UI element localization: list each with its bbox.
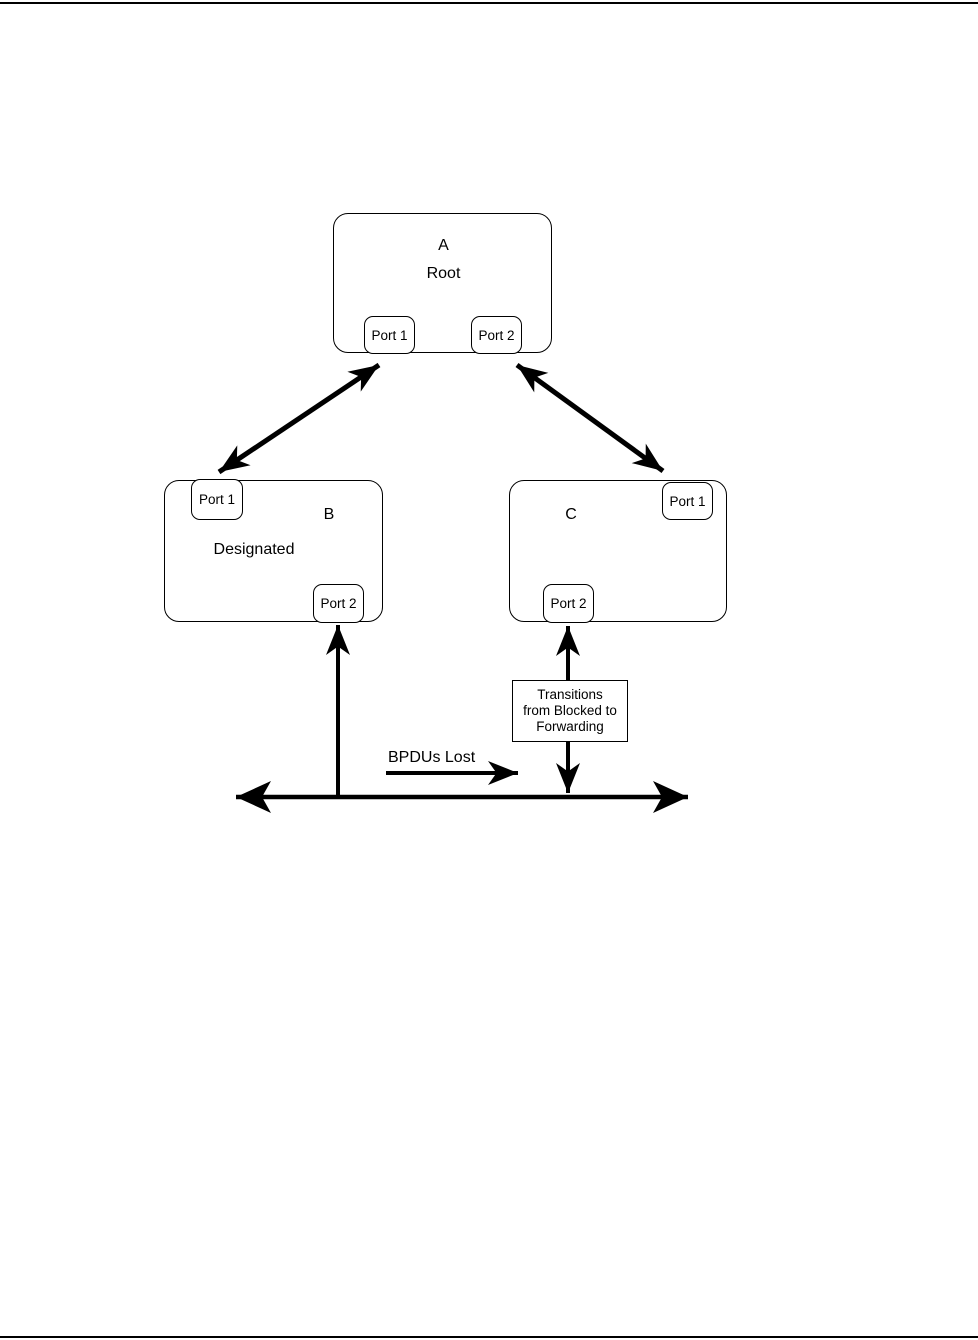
link-a-port2-c-port1 xyxy=(515,362,665,474)
switch-a-role: Root xyxy=(426,265,461,282)
transition-label-box: Transitions from Blocked to Forwarding xyxy=(512,680,628,742)
switch-b-port2-box: Port 2 xyxy=(313,584,364,623)
switch-c-port1-box: Port 1 xyxy=(662,482,713,520)
switch-b-name: B xyxy=(323,506,335,523)
switch-b-box: Port 1 B Designated Port 2 xyxy=(164,479,383,623)
link-a-port1-b-port1 xyxy=(217,362,381,475)
switch-b-role: Designated xyxy=(213,541,295,558)
switch-c-box: Port 1 C Port 2 xyxy=(509,480,727,623)
transition-label-line2: from Blocked to xyxy=(523,703,617,718)
switch-b-port2-label: Port 2 xyxy=(320,596,357,611)
transition-label-line3: Forwarding xyxy=(536,719,604,734)
switch-a-box: A Root Port 1 Port 2 xyxy=(333,213,552,354)
bpdus-lost-label: BPDUs Lost xyxy=(388,749,476,766)
switch-a-port1-label: Port 1 xyxy=(371,327,408,343)
switch-b-port1-box: Port 1 xyxy=(191,479,243,520)
switch-b-port1-label: Port 1 xyxy=(198,492,236,507)
page-top-rule xyxy=(0,1,978,4)
switch-c-name: C xyxy=(565,506,577,523)
switch-a-port2-box: Port 2 xyxy=(471,316,522,354)
page-bottom-rule xyxy=(0,1335,978,1338)
switch-a-name: A xyxy=(438,237,449,254)
transition-label-line1: Transitions xyxy=(537,687,603,702)
switch-c-port2-box: Port 2 xyxy=(543,584,594,623)
switch-a-port2-label: Port 2 xyxy=(478,327,515,343)
switch-a-port1-box: Port 1 xyxy=(364,316,415,354)
switch-c-port1-label: Port 1 xyxy=(669,493,706,509)
switch-c-port2-label: Port 2 xyxy=(550,596,587,611)
